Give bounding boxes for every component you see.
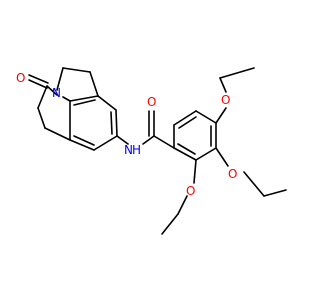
bond [28,79,48,89]
bond [173,110,197,126]
molecule-structure: O N O N H O O O [16,67,287,235]
ethoxy-oxygen-middle-label: O [228,167,237,181]
bond [62,96,71,102]
atom-labels: O N O N H O O O [16,71,237,198]
bond [215,147,229,167]
bond [195,147,217,161]
bond [116,135,129,145]
bond [195,110,217,124]
bond [44,127,71,141]
bond [73,135,95,146]
bonds [28,67,287,235]
bond [215,107,227,124]
bond [219,67,255,79]
bond [69,139,95,151]
amide-oxygen-label: O [147,95,156,109]
amide-hydrogen-label: H [132,143,141,157]
bond [178,116,197,129]
ethoxy-oxygen-bottom-label: O [186,184,195,198]
bond [73,99,96,106]
bond [173,147,197,161]
bond [115,109,118,137]
bond [153,135,175,149]
bond [97,95,117,111]
bond [28,74,49,84]
bond [161,213,179,235]
ethoxy-oxygen-top-label: O [221,93,230,107]
bond [89,71,99,97]
bond [37,85,48,109]
bond [243,171,265,197]
bond [56,67,64,91]
bond [62,67,91,73]
bond [177,143,196,155]
bond [110,111,113,135]
bond [46,85,58,96]
bond [69,95,99,102]
bond [93,135,118,151]
amide-nitrogen-label: N [124,143,133,157]
ring-nitrogen-label: N [52,86,61,100]
bond [177,195,188,215]
ketone-oxygen-label: O [16,71,25,85]
bond [219,77,227,93]
bond [37,107,46,129]
bond [263,189,287,197]
bond [142,135,155,145]
bond [193,159,197,184]
